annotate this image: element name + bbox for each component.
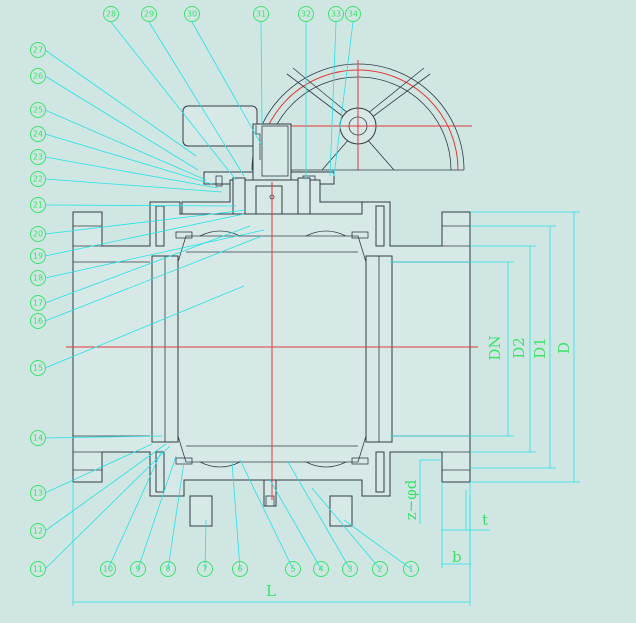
callout-10: 10 (100, 561, 116, 577)
callout-4: 4 (313, 561, 329, 577)
callout-group-bottom: 10 9 8 7 6 5 4 3 2 1 (100, 561, 419, 577)
callout-14: 14 (30, 430, 46, 446)
svg-text:20: 20 (33, 230, 43, 239)
callout-1: 1 (403, 561, 419, 577)
svg-text:13: 13 (33, 489, 43, 498)
callout-24: 24 (30, 126, 46, 142)
svg-text:27: 27 (33, 46, 43, 55)
callout-27: 27 (30, 42, 46, 58)
dim-zd: z−φd (402, 479, 420, 520)
callout-20: 20 (30, 226, 46, 242)
svg-text:32: 32 (301, 10, 311, 19)
callout-30: 30 (184, 6, 200, 22)
svg-text:7: 7 (202, 565, 207, 574)
callout-18: 18 (30, 270, 46, 286)
svg-text:16: 16 (33, 317, 43, 326)
svg-text:31: 31 (256, 10, 266, 19)
callout-6: 6 (232, 561, 248, 577)
callout-2: 2 (372, 561, 388, 577)
svg-text:3: 3 (347, 565, 352, 574)
svg-text:1: 1 (408, 565, 413, 574)
dim-b: b (452, 548, 462, 566)
leader-lines (44, 21, 412, 570)
callout-26: 26 (30, 68, 46, 84)
svg-text:11: 11 (33, 565, 43, 574)
callout-32: 32 (298, 6, 314, 22)
callout-19: 19 (30, 248, 46, 264)
callout-33: 33 (328, 6, 344, 22)
svg-text:19: 19 (33, 252, 43, 261)
dim-t: t (482, 511, 488, 529)
svg-text:33: 33 (331, 10, 341, 19)
callout-21: 21 (30, 197, 46, 213)
callout-11: 11 (30, 561, 46, 577)
callout-group-top: 28 29 30 31 32 33 34 (103, 6, 361, 22)
callout-13: 13 (30, 485, 46, 501)
dim-d2: D2 (510, 337, 528, 359)
svg-text:30: 30 (187, 10, 197, 19)
svg-text:21: 21 (33, 201, 43, 210)
callout-16: 16 (30, 313, 46, 329)
svg-text:14: 14 (33, 434, 43, 443)
callout-5: 5 (285, 561, 301, 577)
svg-text:29: 29 (144, 10, 154, 19)
svg-text:25: 25 (33, 106, 43, 115)
callout-29: 29 (141, 6, 157, 22)
svg-text:4: 4 (318, 565, 323, 574)
svg-text:24: 24 (33, 130, 43, 139)
dim-dn: DN (486, 335, 504, 360)
callout-31: 31 (253, 6, 269, 22)
dim-l: L (266, 582, 276, 600)
svg-text:28: 28 (106, 10, 116, 19)
svg-text:6: 6 (237, 565, 242, 574)
svg-text:26: 26 (33, 72, 43, 81)
callout-34: 34 (345, 6, 361, 22)
callout-17: 17 (30, 295, 46, 311)
svg-text:9: 9 (135, 565, 140, 574)
center-lines (66, 182, 478, 500)
callout-25: 25 (30, 102, 46, 118)
callout-12: 12 (30, 523, 46, 539)
dimension-lines (72, 211, 580, 606)
gearbox (182, 105, 335, 187)
svg-text:2: 2 (377, 565, 382, 574)
callout-3: 3 (342, 561, 358, 577)
callout-9: 9 (130, 561, 146, 577)
dim-d: D (555, 342, 573, 354)
svg-text:5: 5 (290, 565, 295, 574)
dim-d1: D1 (531, 337, 549, 359)
callout-28: 28 (103, 6, 119, 22)
callout-8: 8 (160, 561, 176, 577)
svg-text:8: 8 (165, 565, 170, 574)
svg-text:22: 22 (33, 175, 43, 184)
callout-7: 7 (197, 561, 213, 577)
svg-text:12: 12 (33, 527, 43, 536)
svg-text:10: 10 (103, 565, 113, 574)
callout-group-left: 27 26 25 24 23 22 21 20 19 18 17 16 15 1… (30, 42, 46, 577)
callout-23: 23 (30, 149, 46, 165)
callout-15: 15 (30, 360, 46, 376)
svg-text:23: 23 (33, 153, 43, 162)
svg-text:18: 18 (33, 274, 43, 283)
svg-text:15: 15 (33, 364, 43, 373)
svg-text:17: 17 (33, 299, 43, 308)
svg-text:34: 34 (348, 10, 358, 19)
callout-22: 22 (30, 171, 46, 187)
